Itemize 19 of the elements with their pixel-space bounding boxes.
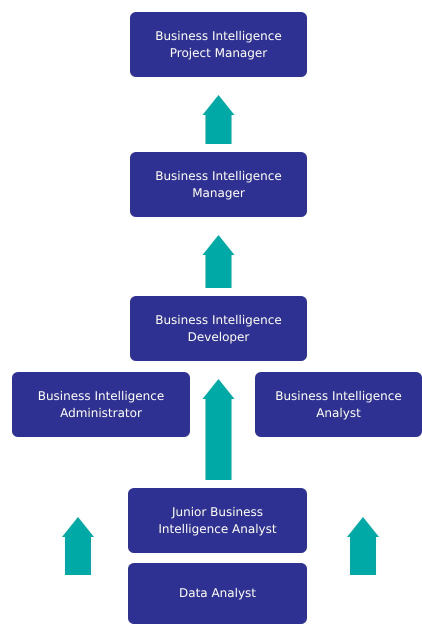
role-title: Business Intelligence Project Manager	[154, 28, 283, 62]
role-box	[255, 372, 422, 437]
role-title: Business Intelligence Analyst	[274, 388, 403, 422]
role-box	[130, 152, 307, 217]
block-arrow	[202, 235, 234, 288]
role-box	[130, 12, 307, 77]
block-arrow	[202, 95, 234, 144]
block-arrow	[202, 379, 234, 480]
role-title: Data Analyst	[178, 585, 256, 602]
role-box	[128, 488, 307, 553]
role-box	[12, 372, 190, 437]
role-box	[130, 296, 307, 361]
block-arrow	[347, 517, 379, 575]
role-title: Junior Business Intelligence Analyst	[157, 504, 278, 538]
block-arrow	[62, 517, 94, 575]
role-box	[128, 563, 307, 624]
role-title: Business Intelligence Administrator	[36, 388, 166, 422]
role-title: Business Intelligence Developer	[154, 312, 283, 346]
role-title: Business Intelligence Manager	[154, 168, 283, 202]
